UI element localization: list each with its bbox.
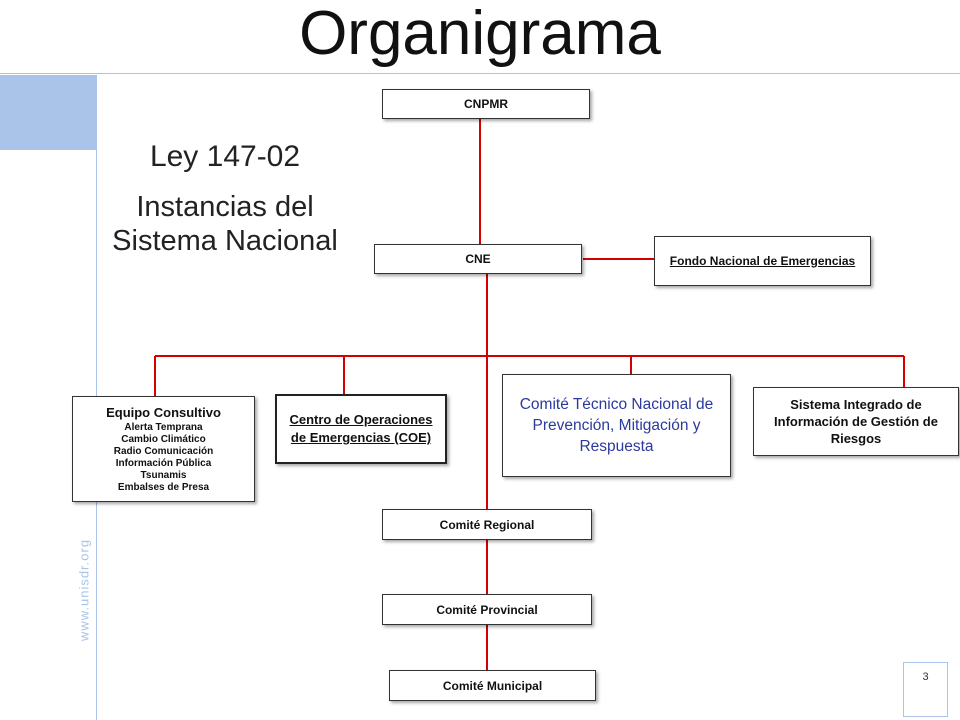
box-municipal-label: Comité Municipal xyxy=(442,678,543,693)
box-provincial-label: Comité Provincial xyxy=(436,602,538,617)
box-comite-tecnico-label: Comité Técnico Nacional de Prevención, M… xyxy=(519,396,714,455)
box-comite-provincial: Comité Provincial xyxy=(382,594,592,625)
box-comite-regional: Comité Regional xyxy=(382,509,592,540)
box-equipo-title: Equipo Consultivo xyxy=(106,404,221,420)
box-regional-label: Comité Regional xyxy=(439,517,535,532)
header-divider xyxy=(0,73,960,74)
page-number-text: 3 xyxy=(922,671,929,683)
equipo-item: Alerta Temprana xyxy=(124,421,203,433)
box-sistema-integrado: Sistema Integrado de Información de Gest… xyxy=(753,387,959,456)
box-fondo-label: Fondo Nacional de Emergencias xyxy=(669,253,856,268)
box-cne: CNE xyxy=(374,244,582,274)
equipo-item: Embalses de Presa xyxy=(117,481,210,493)
equipo-item: Radio Comunicación xyxy=(113,445,214,457)
box-cnpmr-label: CNPMR xyxy=(464,97,508,111)
law-number: Ley 147-02 xyxy=(149,140,301,173)
page-number: 3 xyxy=(903,662,948,717)
equipo-item: Información Pública xyxy=(115,457,212,469)
equipo-item: Cambio Climático xyxy=(121,433,206,445)
box-comite-municipal: Comité Municipal xyxy=(389,670,596,701)
box-sistema-label: Sistema Integrado de Información de Gest… xyxy=(774,397,938,446)
page-title: Organigrama xyxy=(299,0,661,68)
box-equipo-consultivo: Equipo Consultivo Alerta Temprana Cambio… xyxy=(72,396,255,502)
law-subtitle: Instancias del Sistema Nacional xyxy=(112,191,338,257)
box-coe: Centro de Operaciones de Emergencias (CO… xyxy=(275,394,447,464)
law-caption: Ley 147-02 Instancias del Sistema Nacion… xyxy=(110,140,340,258)
box-coe-label: Centro de Operaciones de Emergencias (CO… xyxy=(289,412,433,445)
box-comite-tecnico: Comité Técnico Nacional de Prevención, M… xyxy=(502,374,731,477)
sidebar-accent-block xyxy=(0,75,97,150)
box-cnpmr: CNPMR xyxy=(382,89,590,119)
equipo-item: Tsunamis xyxy=(140,469,187,481)
box-fondo: Fondo Nacional de Emergencias xyxy=(654,236,871,286)
box-cne-label: CNE xyxy=(465,252,491,266)
